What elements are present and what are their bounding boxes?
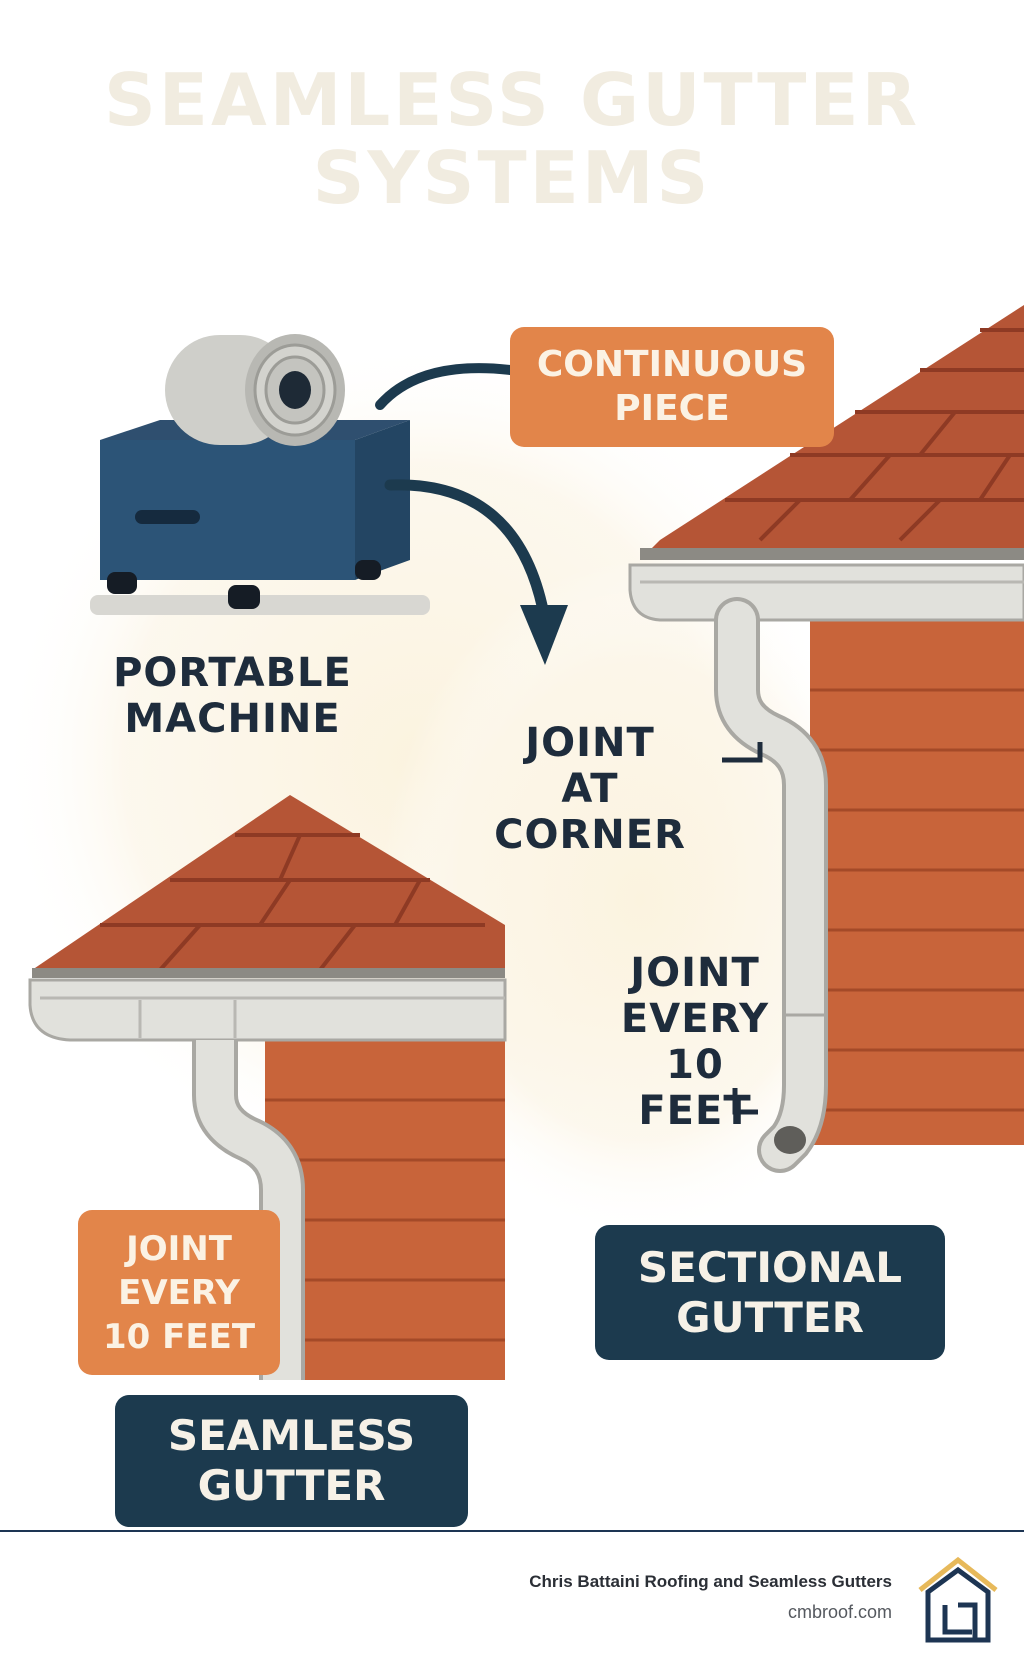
coil-roll-icon (165, 334, 345, 446)
pointer-corner (722, 742, 763, 763)
joint-at-corner-line-1: JOINT (525, 720, 655, 766)
arrow-head (520, 605, 568, 665)
joint-at-corner-line-2: AT CORNER (494, 766, 686, 858)
portable-machine-line-2: MACHINE (124, 696, 341, 742)
seamless-gutter-line-1: SEAMLESS (167, 1411, 416, 1460)
portable-machine-line-1: PORTABLE (113, 650, 352, 696)
right-siding-lines (810, 688, 1024, 1112)
right-roof-lines (725, 328, 1024, 542)
joint-left-line-1: JOINT (126, 1228, 232, 1269)
right-roof-edge (640, 548, 1024, 560)
left-gutter (28, 978, 507, 1042)
sectional-gutter-label: SECTIONAL GUTTER (595, 1225, 945, 1360)
left-house (28, 795, 507, 1380)
joint-left-line-3: 10 FEET (102, 1316, 256, 1357)
joint-left-line-2: EVERY (118, 1272, 240, 1313)
right-house (628, 305, 1024, 1173)
pointer-every-10 (732, 1088, 758, 1115)
joint-every-10-feet-right-label: JOINT EVERY 10 FEET (605, 950, 785, 1134)
footer-divider (0, 1530, 1024, 1532)
machine-box-icon (100, 420, 410, 609)
curved-arrow-icon (375, 363, 515, 410)
right-siding (810, 620, 1024, 1145)
joint-right-line-3: 10 FEET (638, 1042, 752, 1134)
footer-url: cmbroof.com (787, 1602, 892, 1622)
joint-at-corner-label: JOINT AT CORNER (470, 720, 710, 858)
joint-every-10-feet-left-label: JOINT EVERY 10 FEET (78, 1210, 280, 1375)
portable-machine (90, 334, 430, 615)
curved-arrow-down (384, 479, 551, 626)
seamless-gutter-line-2: GUTTER (197, 1461, 386, 1510)
joint-right-line-1: JOINT (630, 950, 760, 996)
seamless-gutter-label: SEAMLESS GUTTER (115, 1395, 468, 1527)
footer-company: Chris Battaini Roofing and Seamless Gutt… (529, 1572, 892, 1591)
left-roof-lines (100, 833, 485, 972)
continuous-piece-line-2: PIECE (614, 388, 730, 429)
page-title-line-2: SYSTEMS (312, 136, 712, 220)
page-title-line-1: SEAMLESS GUTTER (103, 58, 921, 142)
portable-machine-label: PORTABLE MACHINE (95, 650, 370, 742)
right-downspout-outlet (774, 1126, 806, 1154)
house-logo-icon (918, 1556, 998, 1643)
continuous-piece-line-1: CONTINUOUS (536, 344, 808, 385)
joint-right-line-2: EVERY (620, 996, 770, 1042)
sectional-gutter-line-2: GUTTER (676, 1292, 864, 1342)
right-gutter (628, 563, 1024, 622)
continuous-piece-label: CONTINUOUS PIECE (510, 327, 834, 447)
left-roof (32, 795, 505, 975)
sectional-gutter-line-1: SECTIONAL (637, 1242, 903, 1292)
